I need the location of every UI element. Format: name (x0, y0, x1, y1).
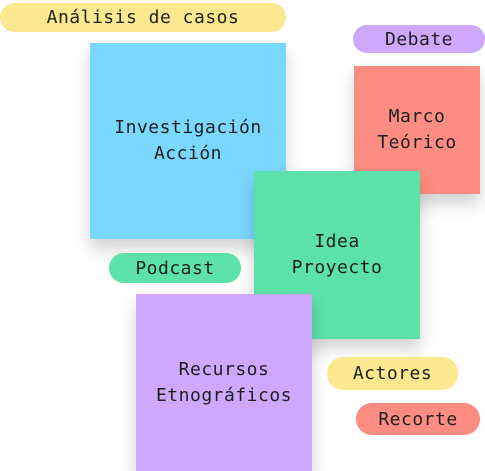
tag-label: Análisis de casos (46, 7, 240, 28)
sticky-note-investigacion-accion[interactable]: Investigación Acción (90, 43, 286, 239)
tag-actores[interactable]: Actores (327, 357, 458, 390)
sticky-note-text: Idea Proyecto (291, 231, 383, 278)
tag-label: Recorte (378, 408, 458, 430)
tag-podcast[interactable]: Podcast (109, 253, 241, 283)
tag-debate[interactable]: Debate (353, 25, 485, 53)
sticky-note-text: Marco Teórico (377, 106, 457, 153)
sticky-note-marco-teorico[interactable]: Marco Teórico (354, 66, 480, 194)
tag-label: Podcast (135, 257, 215, 279)
tag-label: Debate (384, 28, 454, 50)
sticky-note-text: Recursos Etnográficos (155, 358, 293, 406)
tag-analisis-de-casos[interactable]: Análisis de casos (0, 3, 286, 32)
tag-label: Actores (352, 363, 433, 384)
sticky-note-text: Investigación Acción (114, 117, 262, 164)
sticky-note-recursos-etnograficos[interactable]: Recursos Etnográficos (136, 294, 312, 471)
tag-recorte[interactable]: Recorte (356, 403, 480, 435)
